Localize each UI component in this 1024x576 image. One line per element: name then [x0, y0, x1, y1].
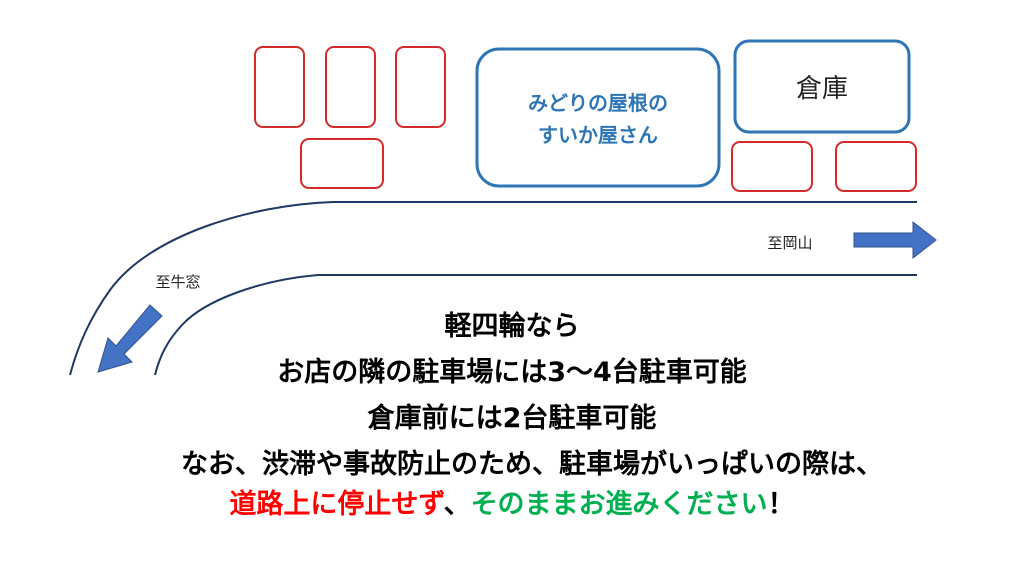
shop-name-line2: すいか屋さん: [538, 123, 658, 147]
parking-space: [395, 46, 446, 128]
notice-separator: 、: [443, 489, 471, 520]
notice-line-5: 道路上に停止せず、そのままお進みください！: [0, 482, 1024, 521]
parking-space: [835, 141, 917, 192]
parking-space: [731, 141, 813, 192]
direction-okayama-label: 至岡山: [767, 234, 812, 252]
notice-line-2: お店の隣の駐車場には3～4台駐車可能: [277, 357, 747, 388]
shop-building: [475, 47, 721, 188]
road-edge-top: [69, 201, 917, 376]
notice-line-1: 軽四輪なら: [444, 311, 580, 342]
notice-proceed-text: そのままお進みください: [470, 489, 768, 520]
notice-line-4: なお、渋滞や事故防止のため、駐車場がいっぱいの際は、: [181, 449, 883, 480]
direction-ushimado-label: 至牛窓: [155, 273, 200, 291]
road-edge-bottom: [154, 274, 917, 376]
arrow-right-icon: [853, 220, 937, 260]
parking-space: [254, 46, 305, 128]
notice-line-3: 倉庫前には2台駐車可能: [367, 403, 657, 434]
warehouse-label: 倉庫: [796, 74, 848, 104]
notice-warning-text: 道路上に停止せず: [229, 489, 444, 520]
notice-exclamation: ！: [767, 489, 795, 520]
shop-name-line1: みどりの屋根の: [528, 91, 668, 115]
warehouse-building: [733, 39, 911, 134]
arrow-down-left-icon: [97, 304, 163, 373]
parking-space: [300, 138, 384, 189]
parking-space: [325, 46, 376, 128]
